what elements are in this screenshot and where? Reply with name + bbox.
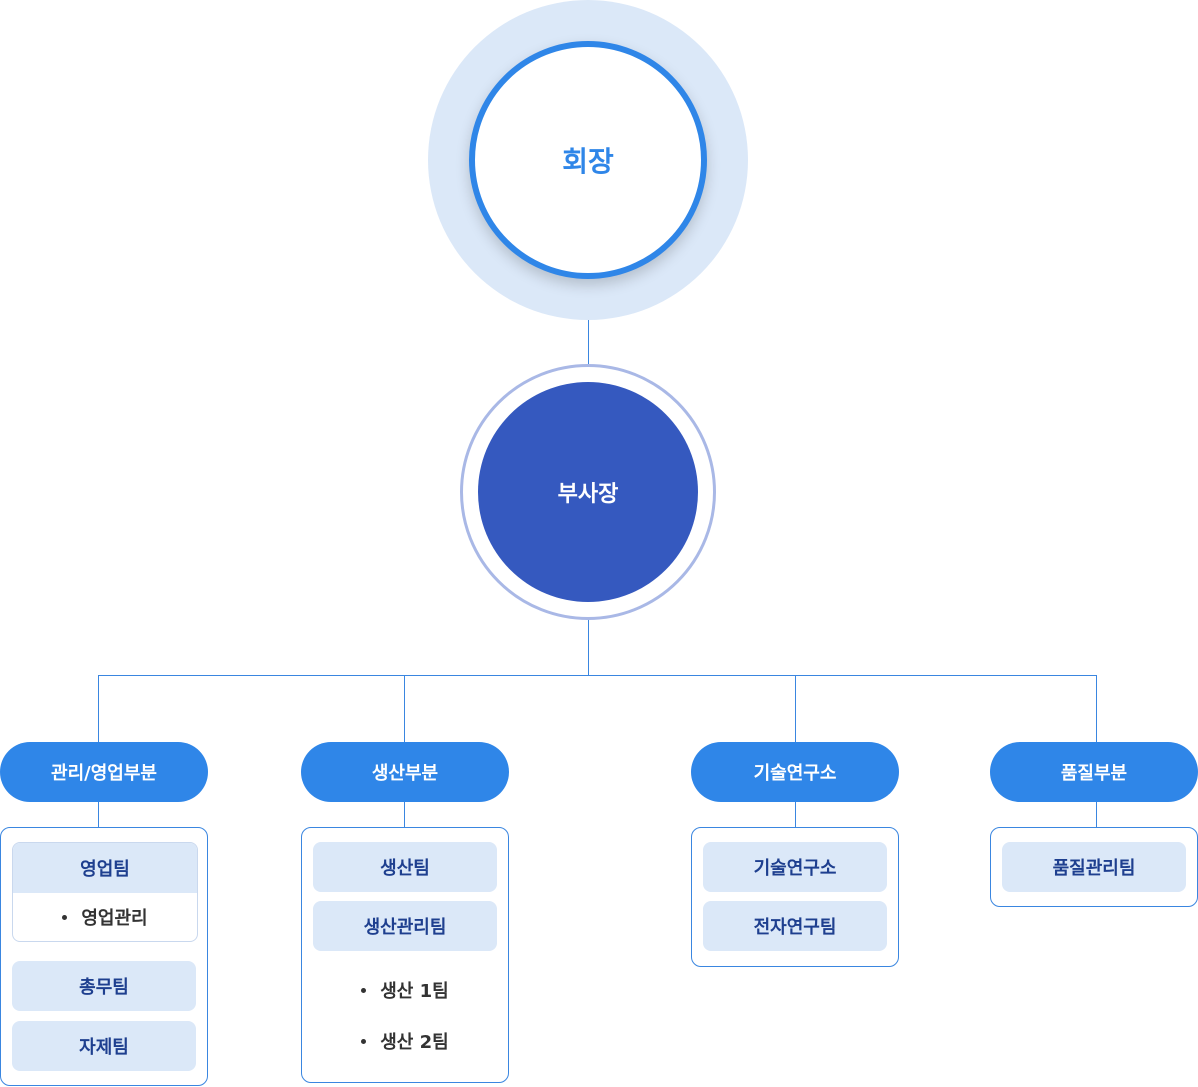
chairman-label: 회장 (562, 145, 614, 178)
connector-box-3 (795, 802, 796, 827)
vice-president-node: 부사장 (478, 382, 698, 602)
team-production-management: 생산관리팀 (313, 901, 497, 951)
team-label: 품질관리팀 (1052, 858, 1136, 879)
division-research-lab: 기술연구소 (691, 742, 899, 802)
connector-chairman-vp (588, 320, 589, 364)
team-label: 자제팀 (79, 1037, 129, 1058)
team-label: 생산팀 (380, 858, 430, 879)
team-label: 총무팀 (79, 977, 129, 998)
division-admin-sales: 관리/영업부분 (0, 742, 208, 802)
sub-item: 영업관리 (13, 893, 197, 941)
team-production: 생산팀 (313, 842, 497, 892)
sub-item: 생산 2팀 (302, 1017, 508, 1065)
bullet-dot (62, 914, 68, 920)
division-label: 품질부분 (1060, 763, 1128, 784)
team-box-quality: 품질관리팀 (990, 827, 1198, 907)
division-label: 생산부분 (371, 763, 439, 784)
team-card-sales: 영업팀 영업관리 (12, 842, 198, 942)
connector-vp-trunk (588, 620, 589, 676)
bullet-dot (361, 1038, 367, 1044)
team-sales: 영업팀 (13, 843, 197, 893)
sub-item-label: 생산 1팀 (380, 981, 449, 1002)
team-label: 기술연구소 (753, 858, 837, 879)
team-general-affairs: 총무팀 (12, 961, 196, 1011)
sub-item-label: 영업관리 (81, 908, 148, 929)
vice-president-label: 부사장 (557, 482, 619, 507)
team-materials: 자제팀 (12, 1021, 196, 1071)
connector-box-2 (404, 802, 405, 827)
division-label: 기술연구소 (753, 763, 837, 784)
team-box-research-lab: 기술연구소 전자연구팀 (691, 827, 899, 967)
connector-box-4 (1096, 802, 1097, 827)
team-label: 전자연구팀 (753, 917, 837, 938)
team-electronics-research: 전자연구팀 (703, 901, 887, 951)
bullet-dot (361, 987, 367, 993)
connector-div-4 (1096, 675, 1097, 742)
sub-item-label: 생산 2팀 (380, 1032, 449, 1053)
division-production: 생산부분 (301, 742, 509, 802)
division-quality: 품질부분 (990, 742, 1198, 802)
team-quality-management: 품질관리팀 (1002, 842, 1186, 892)
team-label: 영업팀 (80, 859, 130, 880)
connector-div-3 (795, 675, 796, 742)
team-box-production: 생산팀 생산관리팀 생산 1팀 생산 2팀 (301, 827, 509, 1083)
team-label: 생산관리팀 (363, 917, 447, 938)
connector-div-2 (404, 675, 405, 742)
connector-horizontal (98, 675, 1097, 676)
team-research-lab: 기술연구소 (703, 842, 887, 892)
division-label: 관리/영업부분 (51, 763, 157, 784)
connector-div-1 (98, 675, 99, 742)
chairman-node: 회장 (469, 41, 707, 279)
connector-box-1 (98, 802, 99, 827)
team-box-admin-sales: 영업팀 영업관리 총무팀 자제팀 (0, 827, 208, 1086)
sub-item: 생산 1팀 (302, 966, 508, 1014)
